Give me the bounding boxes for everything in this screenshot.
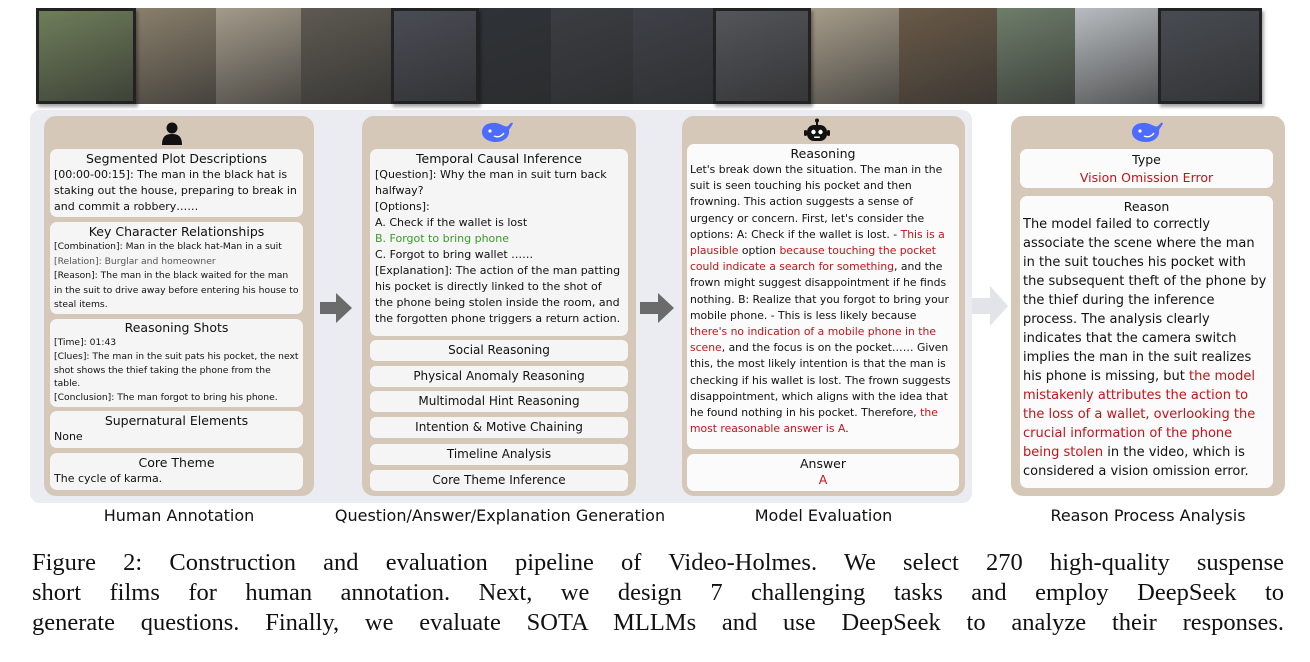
- frame-boot-stomp: [301, 8, 391, 104]
- options-label: [Options]:: [375, 200, 430, 213]
- frame-man-in-hat: [36, 8, 136, 104]
- reasoning-text: Let's break down the situation. The man …: [687, 162, 959, 437]
- caption-line-1: Figure 2: Construction and evaluation pi…: [32, 549, 1284, 576]
- task-physical-anomaly: Physical Anomaly Reasoning: [370, 366, 628, 387]
- frame-cigarette-butts: [136, 8, 216, 104]
- task-intention-motive: Intention & Motive Chaining: [370, 417, 628, 438]
- reasoning-highlight: because touching the pocket could indica…: [690, 244, 936, 274]
- caption-line-3: generate questions. Finally, we evaluate…: [32, 609, 1284, 636]
- type-value: Vision Omission Error: [1079, 170, 1214, 185]
- reasoning-segment: .: [845, 422, 849, 436]
- relationships-box: Key Character Relationships [Combination…: [50, 222, 303, 314]
- reasoning-highlight: This is a plausible: [690, 227, 945, 258]
- figure-caption: Figure 2: Construction and evaluation pi…: [32, 548, 1284, 638]
- qa-generation-panel: Temporal Causal Inference [Question]: Wh…: [362, 116, 636, 496]
- frame-man-in-suit-car: [479, 8, 551, 104]
- task-timeline-analysis: Timeline Analysis: [370, 444, 628, 465]
- explanation-text: [Explanation]: The action of the man pat…: [375, 264, 621, 325]
- supernatural-text: None: [54, 430, 83, 443]
- option-b-correct: B. Forgot to bring phone: [375, 232, 510, 245]
- label-qa-generation: Question/Answer/Explanation Generation: [334, 506, 666, 525]
- reasoning-segment: , and the frown might suggest disappoint…: [690, 260, 949, 322]
- reasoning-shots-box: Reasoning Shots [Time]: 01:43 [Clues]: T…: [50, 319, 303, 407]
- arrow-right-icon: [972, 286, 1008, 326]
- label-model-evaluation: Model Evaluation: [754, 506, 893, 525]
- core-theme-box: Core Theme The cycle of karma.: [50, 453, 303, 490]
- reason-segment: in the video, which is considered a visi…: [1023, 445, 1249, 479]
- frame-man-glasses: [713, 8, 811, 104]
- reasoning-segment: option: [738, 244, 780, 258]
- frame-cigarettes-floor: [216, 8, 301, 104]
- task-social-reasoning: Social Reasoning: [370, 340, 628, 361]
- relationship-relation: [Relation]: Burglar and homeowner: [54, 255, 216, 267]
- relationship-combination: [Combination]: Man in the black hat-Man …: [54, 241, 282, 252]
- answer-value: A: [818, 472, 828, 487]
- frame-thief-leaving: [899, 8, 997, 104]
- answer-box: Answer A: [687, 454, 959, 491]
- human-annotation-panel: Segmented Plot Descriptions [00:00-00:15…: [44, 116, 314, 496]
- model-evaluation-panel: Reasoning Let's break down the situation…: [682, 116, 965, 496]
- frame-phone-on-seat: [551, 8, 633, 104]
- core-theme-title: Core Theme: [138, 455, 215, 470]
- shots-clues: [Clues]: The man in the suit pats his po…: [54, 350, 299, 390]
- relationships-title: Key Character Relationships: [88, 224, 265, 239]
- reason-title: Reason: [1123, 199, 1170, 214]
- reasoning-box: Reasoning Let's break down the situation…: [687, 144, 959, 449]
- question-text: [Question]: Why the man in suit turn bac…: [375, 168, 607, 197]
- segmented-plot-title: Segmented Plot Descriptions: [85, 151, 268, 166]
- frame-man-in-car: [391, 8, 479, 104]
- robot-icon: [804, 118, 830, 141]
- type-box: Type Vision Omission Error: [1020, 149, 1273, 188]
- reasoning-highlight: there's no indication of a mobile phone …: [690, 325, 936, 355]
- arrow-right-icon: [640, 293, 674, 323]
- option-a: A. Check if the wallet is lost: [375, 216, 528, 229]
- arrow-right-icon: [320, 293, 352, 323]
- reasoning-segment: , and the focus is on the pocket…… Given…: [690, 341, 951, 420]
- shots-conclusion: [Conclusion]: The man forgot to bring hi…: [54, 392, 278, 404]
- reason-analysis-panel: Type Vision Omission Error Reason The mo…: [1011, 116, 1285, 496]
- reason-box: Reason The model failed to correctly ass…: [1020, 196, 1273, 488]
- core-theme-text: The cycle of karma.: [54, 472, 163, 485]
- reason-highlight: the model mistakenly attributes the acti…: [1023, 369, 1256, 460]
- whale-icon: [482, 122, 513, 142]
- reasoning-shots-title: Reasoning Shots: [124, 320, 229, 335]
- caption-line-2: short films for human annotation. Next, …: [32, 579, 1284, 606]
- temporal-causal-box: Temporal Causal Inference [Question]: Wh…: [370, 149, 628, 336]
- reason-text: The model failed to correctly associate …: [1020, 215, 1273, 481]
- frame-man-driving: [633, 8, 713, 104]
- task-core-theme: Core Theme Inference: [370, 470, 628, 491]
- reason-segment: The model failed to correctly associate …: [1023, 217, 1267, 384]
- reasoning-title: Reasoning: [790, 146, 856, 161]
- film-strip: [36, 8, 1284, 104]
- reasoning-highlight: the most reasonable answer is A: [690, 406, 938, 436]
- frame-man-turning: [1158, 8, 1262, 104]
- answer-title: Answer: [799, 456, 847, 471]
- option-c: C. Forgot to bring wallet ……: [375, 248, 534, 261]
- supernatural-title: Supernatural Elements: [104, 413, 249, 428]
- segmented-plot-text: [00:00-00:15]: The man in the black hat …: [54, 168, 297, 213]
- segmented-plot-box: Segmented Plot Descriptions [00:00-00:15…: [50, 149, 303, 217]
- supernatural-box: Supernatural Elements None: [50, 411, 303, 448]
- shots-time: [Time]: 01:43: [54, 337, 117, 348]
- frame-car-window: [1075, 8, 1158, 104]
- reasoning-segment: Let's break down the situation. The man …: [690, 163, 943, 241]
- task-multimodal-hint: Multimodal Hint Reasoning: [370, 391, 628, 412]
- label-human-annotation: Human Annotation: [103, 506, 255, 525]
- whale-icon: [1132, 122, 1163, 142]
- temporal-causal-title: Temporal Causal Inference: [416, 151, 582, 166]
- relationship-reason: [Reason]: The man in the black waited fo…: [54, 270, 299, 310]
- type-title: Type: [1132, 152, 1161, 167]
- person-icon: [162, 122, 182, 145]
- label-reason-analysis: Reason Process Analysis: [1050, 506, 1246, 525]
- frame-house-door: [811, 8, 899, 104]
- frame-street-houses: [997, 8, 1075, 104]
